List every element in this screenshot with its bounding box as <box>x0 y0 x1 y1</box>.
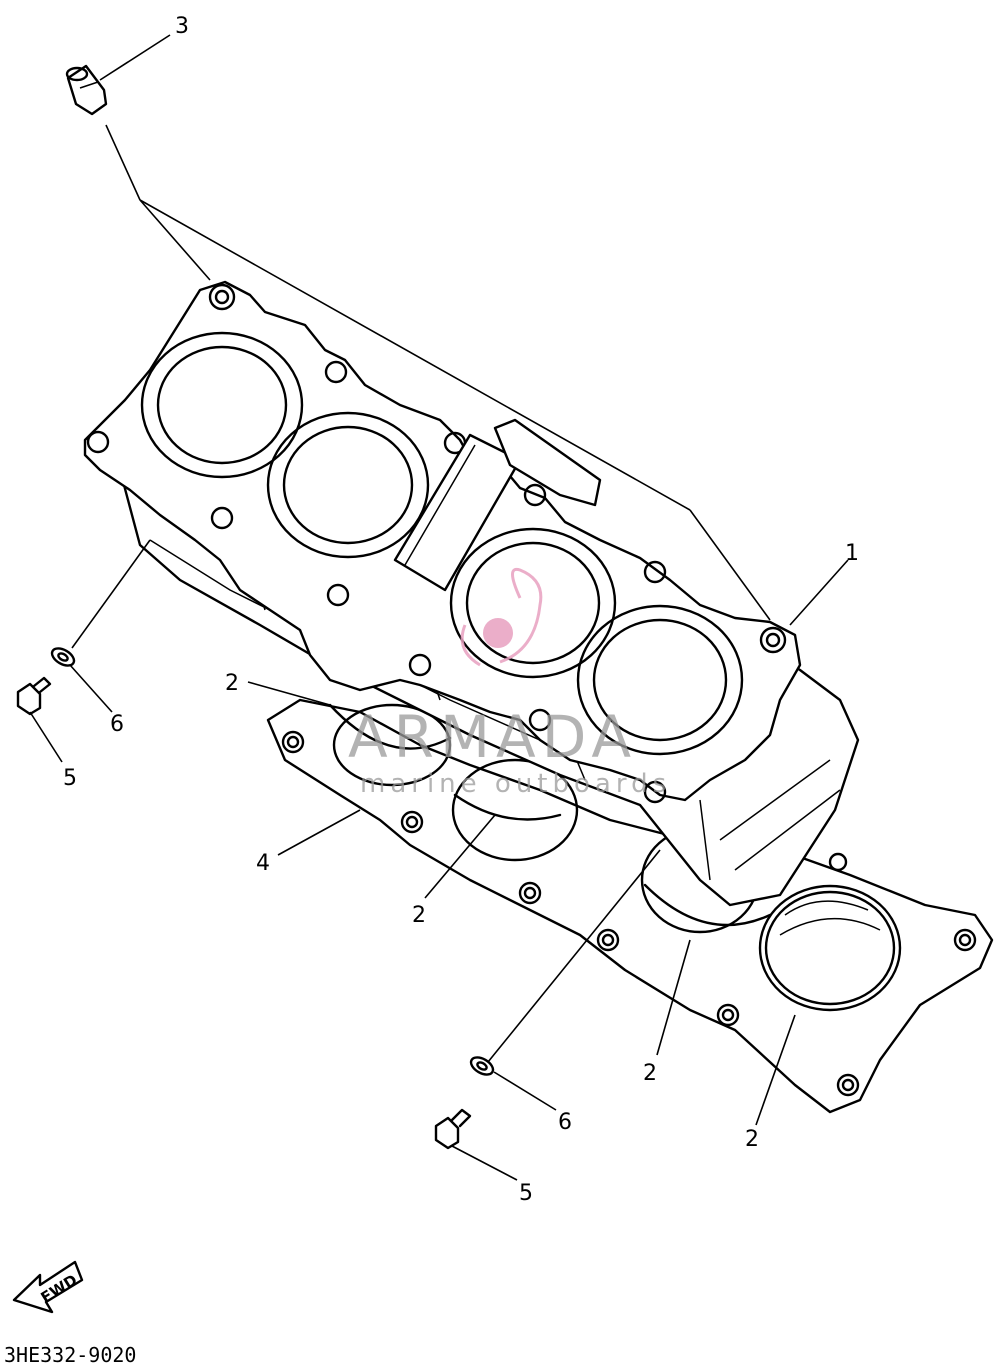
watermark-subtitle: marine outboards <box>360 769 671 799</box>
callout-dowel-pin: 3 <box>175 14 189 39</box>
diagram-part-code: 3HE332-9020 <box>4 1343 136 1367</box>
callout-base-gasket: 4 <box>256 851 270 876</box>
callout-labels: 1 2 2 2 2 3 4 5 6 5 6 <box>63 14 859 1206</box>
watermark-logo-icon <box>460 567 543 667</box>
armada-watermark: ARMADA marine outboards <box>348 567 671 799</box>
watermark-title: ARMADA <box>348 703 637 771</box>
o-ring-gaskets <box>328 703 772 927</box>
dowel-pin <box>65 64 108 116</box>
callout-bolt-left: 5 <box>63 766 77 791</box>
callout-cylinder: 1 <box>845 541 859 566</box>
callout-bolt-right: 5 <box>519 1181 533 1206</box>
forward-arrow-icon: FWD <box>12 1260 84 1314</box>
callout-washer-right: 6 <box>558 1110 572 1135</box>
bolt-left <box>16 676 52 716</box>
bolt-right <box>434 1108 472 1150</box>
base-gasket <box>266 698 994 1114</box>
callout-gasket-c: 2 <box>643 1061 657 1086</box>
callout-washer-left: 6 <box>110 712 124 737</box>
callout-gasket-a: 2 <box>225 671 239 696</box>
leader-lines <box>29 34 849 1181</box>
callout-gasket-b: 2 <box>412 903 426 928</box>
washer-right <box>469 1056 495 1076</box>
washer-left <box>50 647 76 667</box>
callout-gasket-d: 2 <box>745 1127 759 1152</box>
